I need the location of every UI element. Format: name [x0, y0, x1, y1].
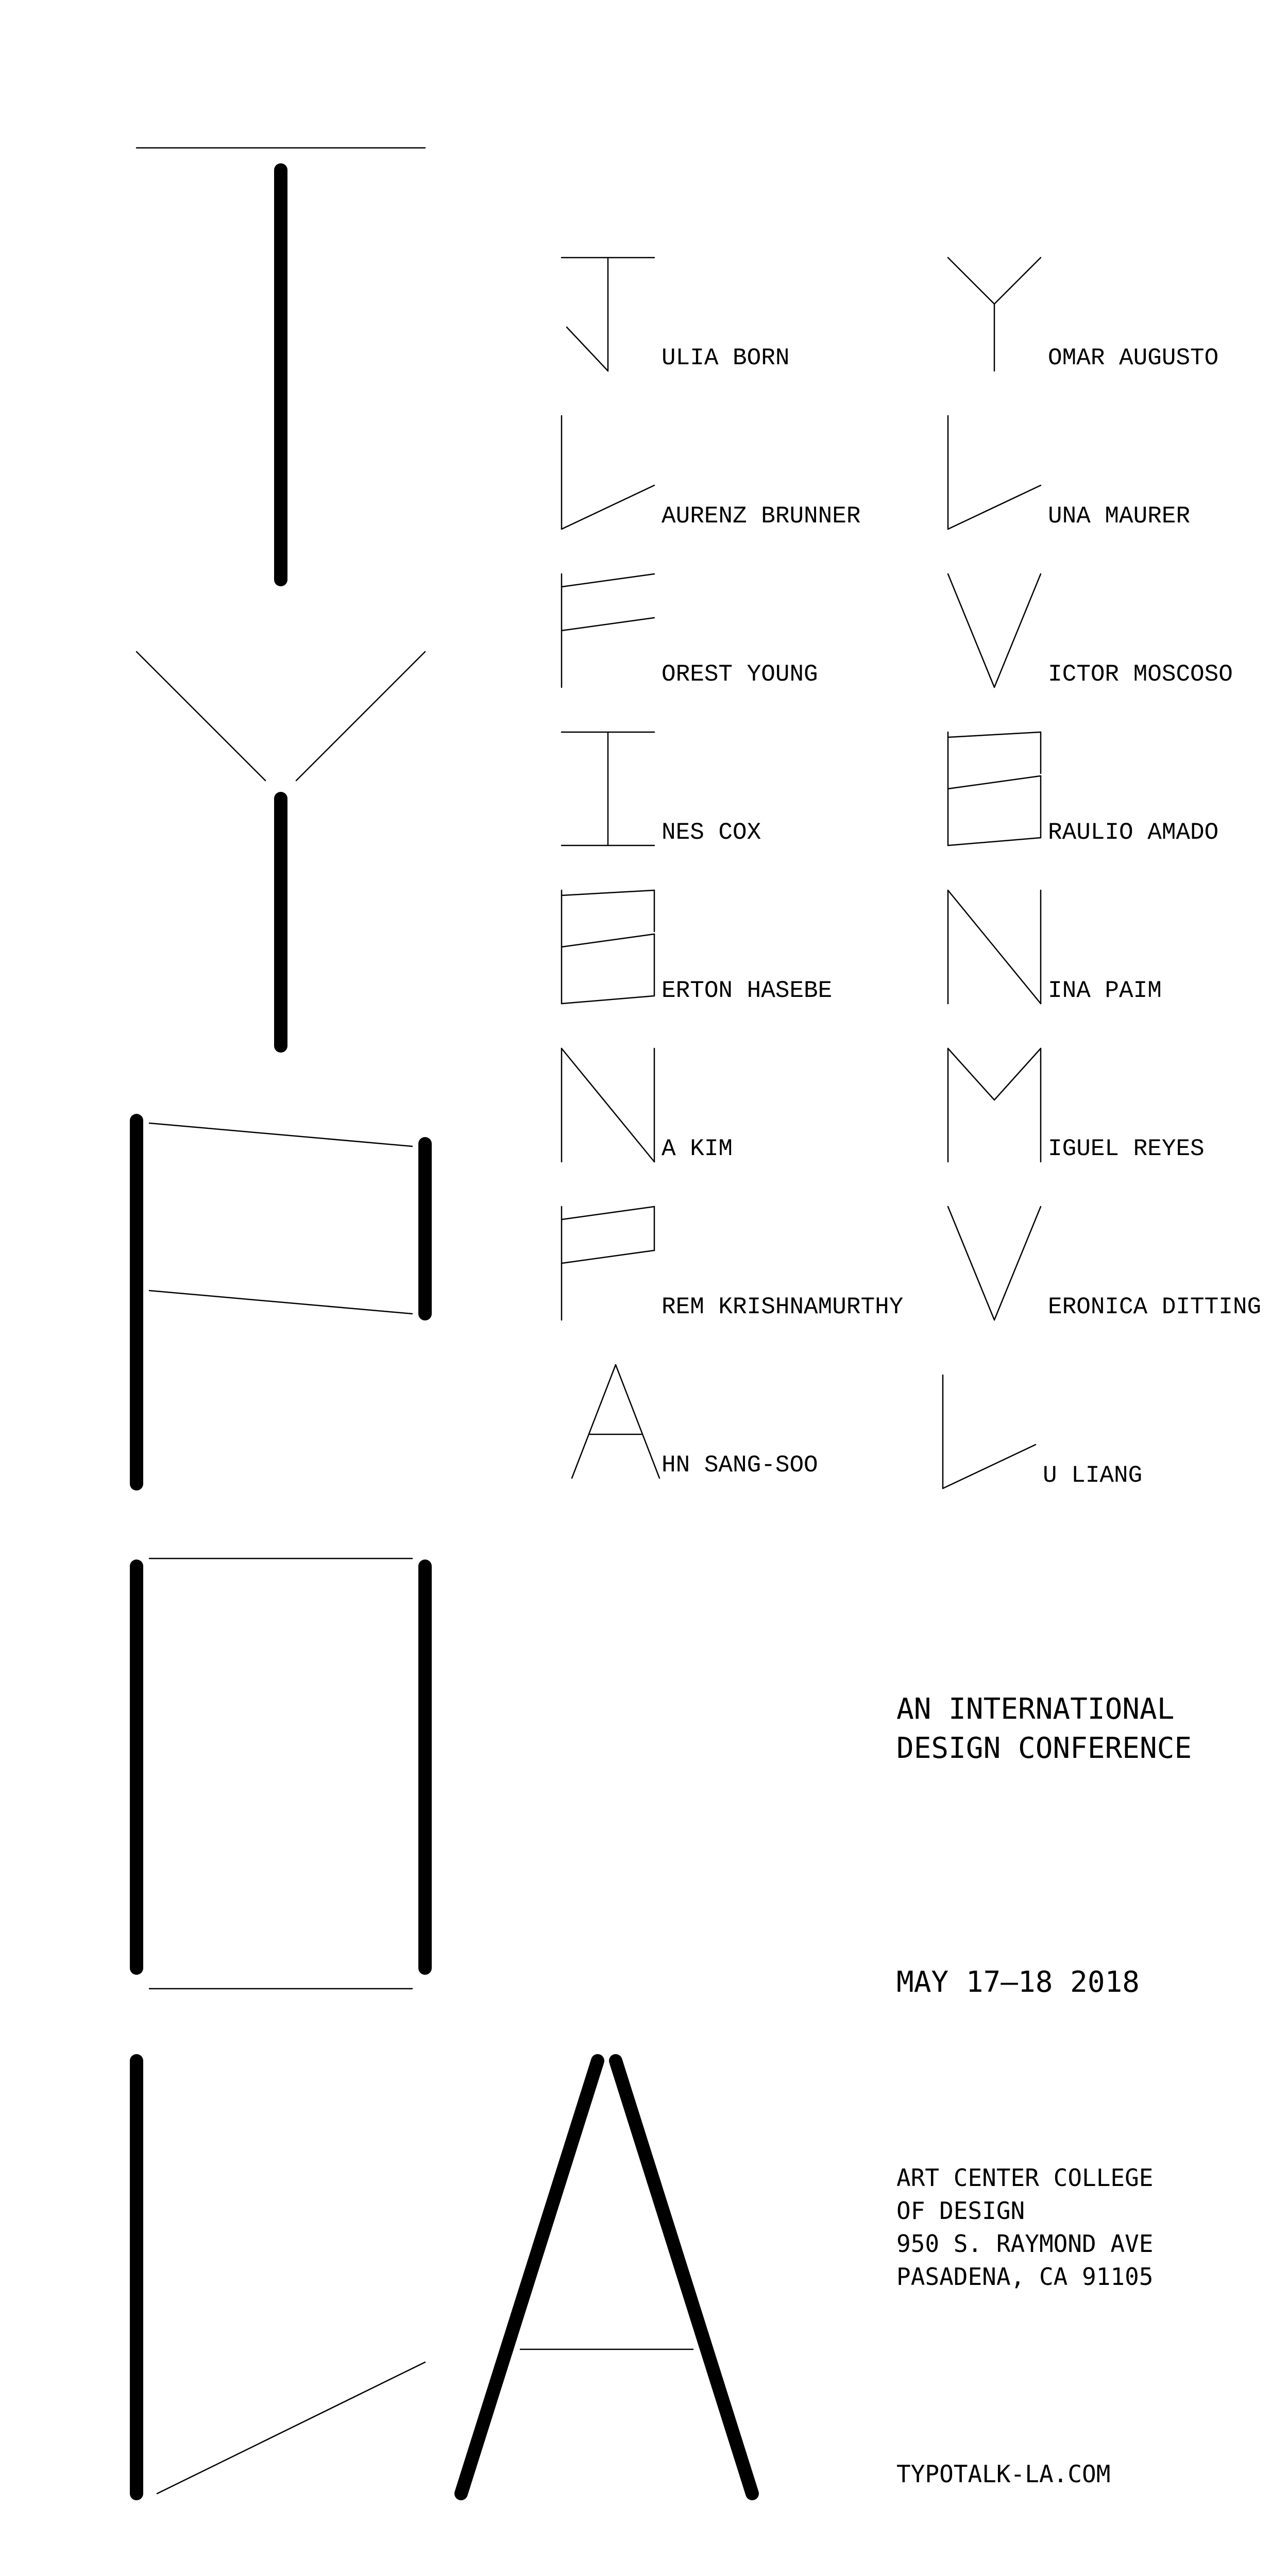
title-letter-p	[130, 1114, 432, 1490]
speaker-name: OREST YOUNG	[662, 661, 818, 688]
venue-line-2: OF DESIGN	[896, 2197, 1025, 2225]
speaker-name: ERONICA DITTING	[1048, 1294, 1262, 1320]
speaker-name: AURENZ BRUNNER	[662, 503, 861, 530]
v-glyph-icon	[947, 1206, 1042, 1321]
venue-address: ART CENTER COLLEGE OF DESIGN 950 S. RAYM…	[896, 2161, 1154, 2293]
speaker-name: NES COX	[662, 819, 761, 846]
tagline-line-1: AN INTERNATIONAL	[896, 1692, 1175, 1726]
speaker-name: ICTOR MOSCOSO	[1048, 661, 1233, 688]
title-letter-t	[135, 147, 426, 586]
speaker-name: ERTON HASEBE	[662, 977, 833, 1004]
i-glyph-icon	[561, 731, 655, 846]
v-glyph-icon	[947, 573, 1042, 688]
b-glyph-icon	[561, 889, 655, 1005]
speaker-name: IGUEL REYES	[1048, 1136, 1205, 1162]
title-letter-l	[130, 2054, 426, 2500]
title-letter-a	[454, 2054, 759, 2500]
b-glyph-icon	[947, 731, 1042, 846]
n-glyph-icon	[561, 1047, 655, 1163]
venue-line-4: PASADENA, CA 91105	[896, 2263, 1154, 2291]
p-glyph-icon	[561, 1206, 655, 1321]
event-date: MAY 17—18 2018	[896, 1965, 1140, 1999]
speaker-name: U LIANG	[1043, 1462, 1143, 1489]
j-glyph-icon	[561, 257, 655, 372]
m-glyph-icon	[947, 1047, 1042, 1163]
speaker-name: RAULIO AMADO	[1048, 819, 1219, 846]
speaker-name: A KIM	[662, 1136, 733, 1162]
speaker-name: REM KRISHNAMURTHY	[662, 1294, 904, 1320]
venue-line-1: ART CENTER COLLEGE	[896, 2164, 1154, 2192]
speaker-name: HN SANG-SOO	[662, 1452, 818, 1479]
speaker-name: OMAR AUGUSTO	[1048, 345, 1219, 371]
y-glyph-icon	[947, 257, 1042, 372]
speaker-name: UNA MAURER	[1048, 503, 1191, 530]
title-letter-y	[135, 651, 426, 1053]
venue-line-3: 950 S. RAYMOND AVE	[896, 2230, 1154, 2258]
n-glyph-icon	[947, 889, 1042, 1005]
tagline-line-2: DESIGN CONFERENCE	[896, 1732, 1192, 1765]
a-glyph-icon	[571, 1364, 660, 1479]
l-glyph-icon	[947, 415, 1042, 530]
tagline: AN INTERNATIONAL DESIGN CONFERENCE	[896, 1690, 1192, 1768]
l-glyph-icon	[942, 1374, 1037, 1489]
speaker-name: INA PAIM	[1048, 977, 1162, 1004]
f-glyph-icon	[561, 573, 655, 688]
title-letter-o	[130, 1557, 432, 1990]
l-glyph-icon	[561, 415, 655, 530]
website-link[interactable]: TYPOTALK-LA.COM	[896, 2460, 1111, 2488]
speaker-name: ULIA BORN	[662, 345, 790, 371]
